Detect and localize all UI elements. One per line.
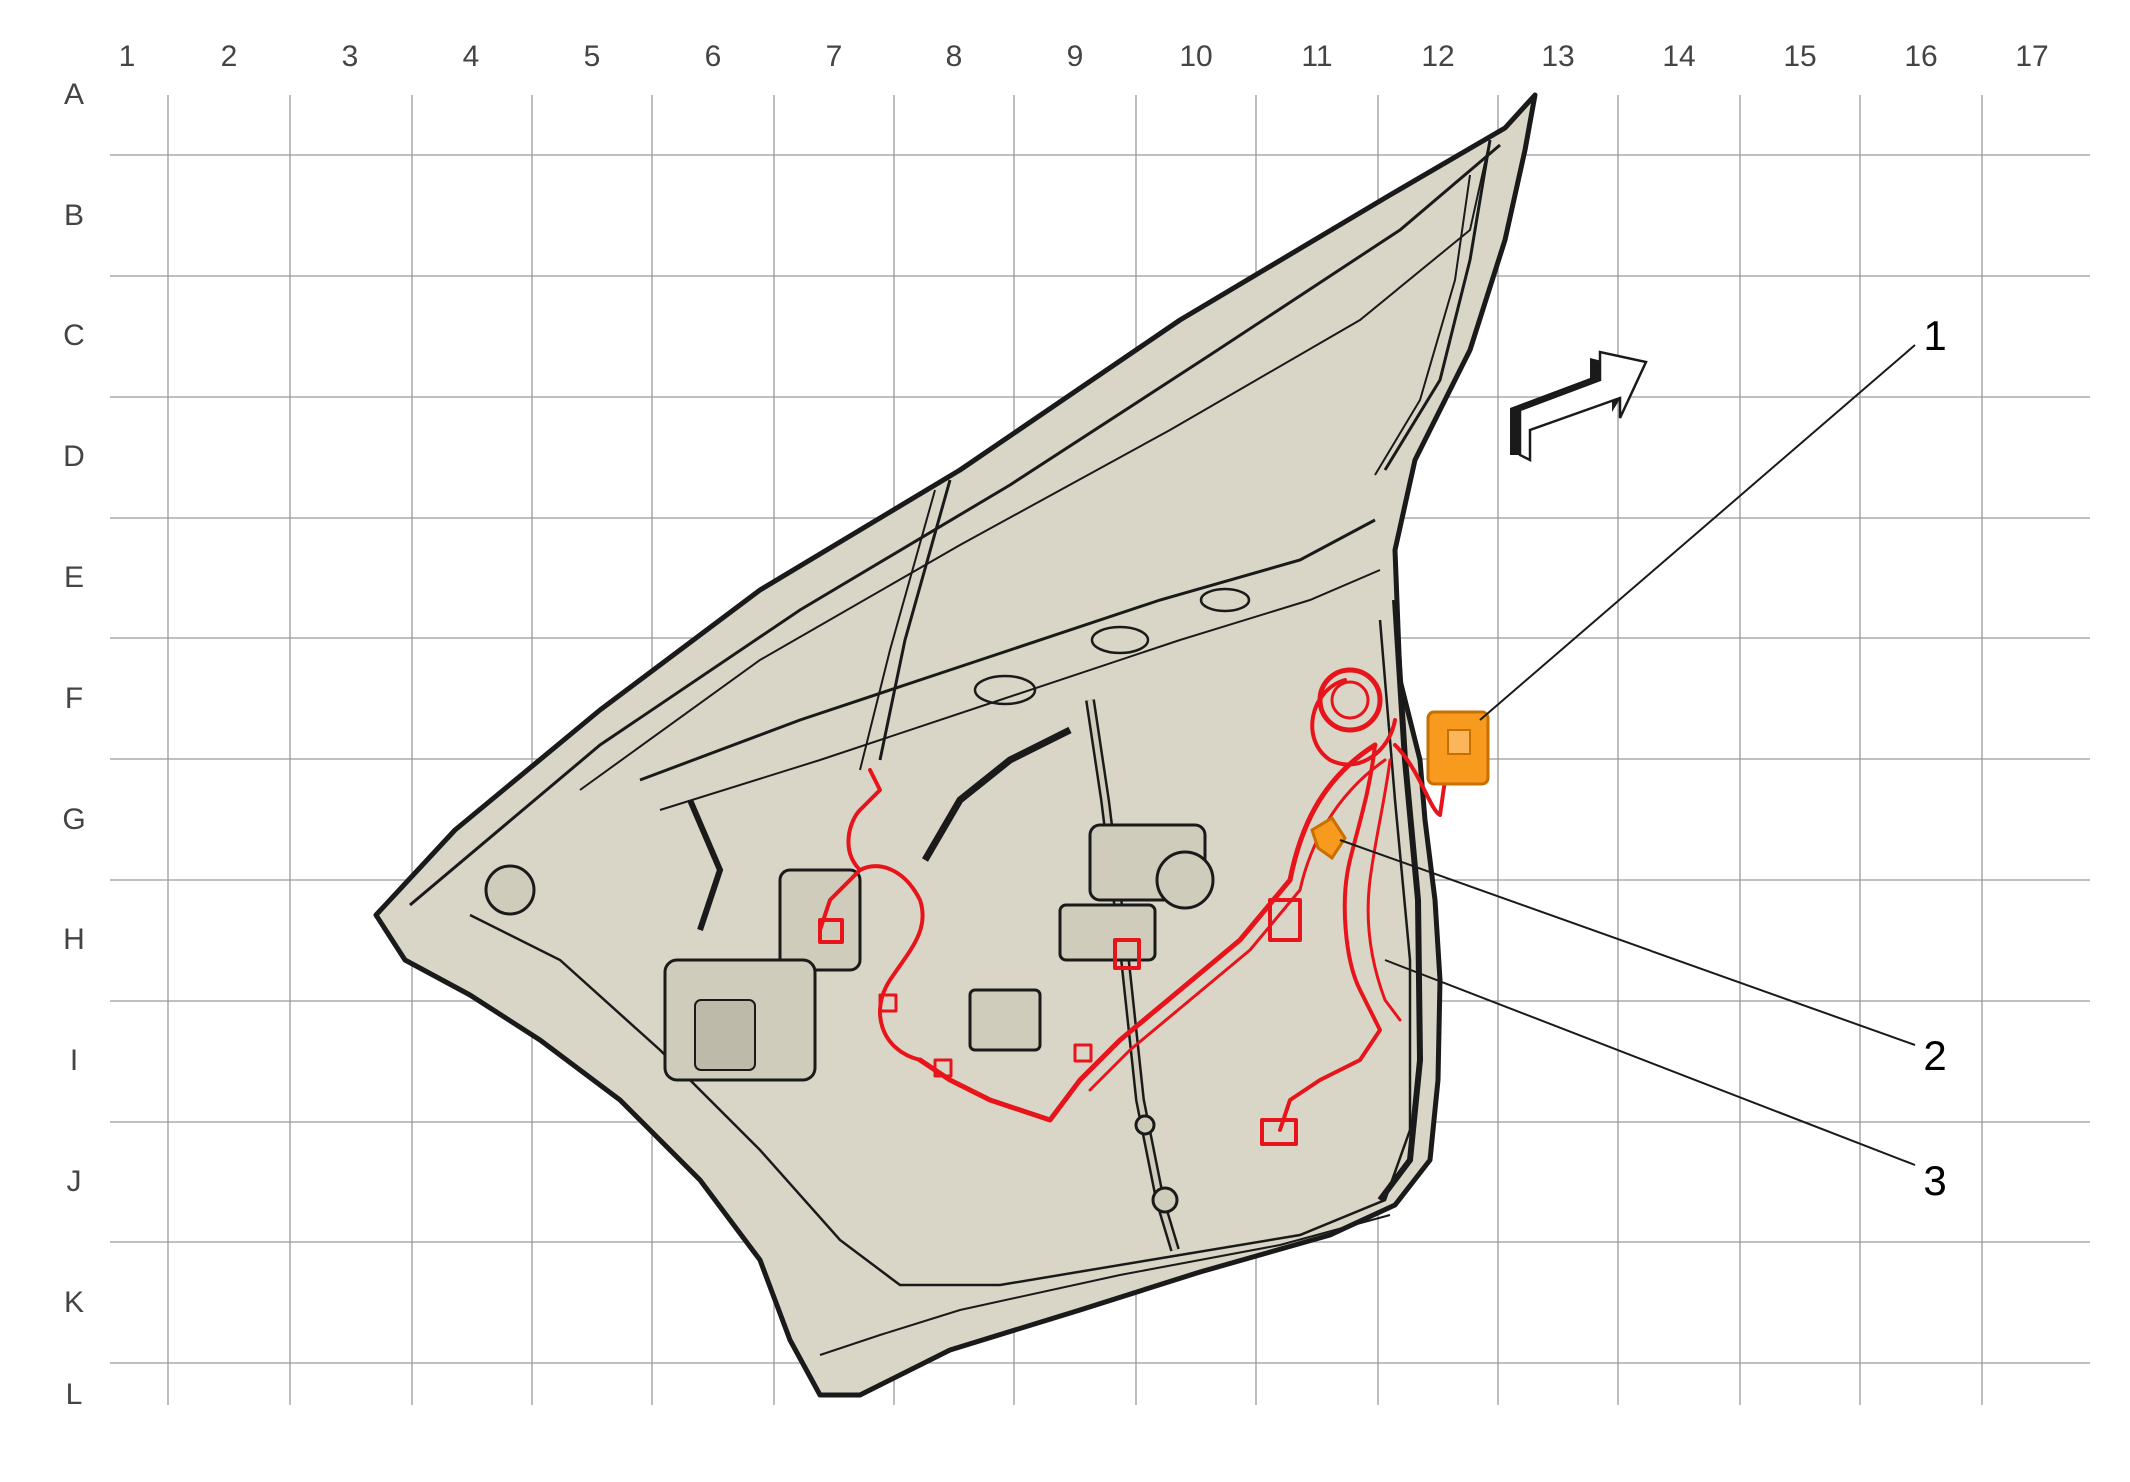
harness-branch-connector [1278, 743, 1382, 1132]
leader-line-2 [1339, 839, 1916, 1046]
column-label: 11 [1301, 40, 1332, 73]
regulator-pulley-middle [1134, 1114, 1156, 1136]
row-label: B [64, 199, 84, 232]
harness-branch-upper [846, 768, 882, 872]
connector-2-highlight [1310, 815, 1347, 861]
access-hole-2 [1090, 625, 1150, 655]
row-labels: A B C D E F G H I J K L [62, 78, 85, 1411]
belt-line [639, 518, 1376, 782]
callout-labels: 1 2 3 [1923, 312, 1946, 1204]
column-label: 17 [2015, 40, 2048, 73]
callout-3: 3 [1923, 1157, 1946, 1204]
harness-clip-3 [1073, 1043, 1093, 1063]
leader-line-3 [1384, 959, 1916, 1166]
row-label: D [63, 440, 85, 473]
row-label: G [62, 803, 85, 836]
row-label: H [63, 923, 85, 956]
speaker-grommet-inner [1330, 680, 1370, 720]
window-rear-channel [1383, 139, 1492, 471]
column-label: 5 [584, 40, 601, 73]
outer-handle-mount [484, 864, 536, 916]
column-label: 9 [1067, 40, 1084, 73]
column-label: 15 [1783, 40, 1816, 73]
row-label: L [66, 1378, 83, 1411]
access-hole-1 [973, 674, 1037, 706]
column-label: 8 [946, 40, 963, 73]
column-label: 13 [1541, 40, 1574, 73]
direction-arrow-icon [1510, 350, 1648, 463]
row-label: E [64, 561, 84, 594]
row-label: A [64, 78, 84, 111]
column-label: 2 [221, 40, 238, 73]
direction-arrow-body [1518, 350, 1648, 463]
connector-1-detail [1447, 729, 1471, 755]
motor-bracket [1058, 903, 1157, 962]
column-label: 6 [705, 40, 722, 73]
column-label: 3 [342, 40, 359, 73]
harness-branch-latch [818, 864, 925, 1062]
window-division-post-inner [859, 489, 936, 771]
harness-main-trunk [917, 742, 1378, 1123]
column-label: 14 [1662, 40, 1695, 73]
rear-edge-seal [1377, 599, 1424, 1202]
column-label: 1 [119, 40, 136, 73]
regulator-cable [921, 726, 1072, 862]
harness-connector-latch [818, 918, 844, 944]
lower-trim-line [819, 1214, 1391, 1356]
switch-bracket [968, 988, 1042, 1052]
column-label: 12 [1421, 40, 1454, 73]
door-panel [373, 92, 1538, 1398]
door-body [373, 92, 1538, 1398]
column-label: 10 [1179, 40, 1212, 73]
highlighted-parts [1310, 710, 1490, 861]
row-label: F [65, 682, 83, 715]
callout-1: 1 [1923, 312, 1946, 359]
column-labels: 1 2 3 4 5 6 7 8 9 10 11 12 13 14 15 16 1… [119, 40, 2049, 73]
harness-clip-1 [933, 1058, 953, 1078]
row-label: K [64, 1286, 84, 1319]
harness-connector-motor [1113, 938, 1141, 970]
latch-actuator [694, 999, 756, 1071]
window-motor-gear [1155, 850, 1215, 910]
row-label: C [63, 319, 85, 352]
harness-branch-connector-2 [1366, 758, 1402, 1022]
regulator-pulley-bottom [1151, 1186, 1179, 1214]
row-label: J [67, 1165, 82, 1198]
leader-line-1 [1479, 344, 1916, 721]
wiring-harness [818, 667, 1447, 1146]
harness-clip-2 [878, 993, 898, 1013]
row-label: I [70, 1044, 78, 1077]
access-hole-3 [1199, 587, 1251, 613]
door-check-strap [687, 798, 724, 931]
column-label: 7 [826, 40, 843, 73]
speaker-grommet [1317, 667, 1383, 733]
callout-leaders [1339, 344, 1916, 1166]
callout-2: 2 [1923, 1032, 1946, 1079]
harness-connector-mid [1268, 898, 1302, 942]
belt-line-lower [659, 569, 1381, 811]
window-frame-outer [409, 143, 1501, 907]
column-label: 16 [1904, 40, 1937, 73]
harness-to-connector-1 [1393, 743, 1447, 817]
column-label: 4 [463, 40, 480, 73]
window-division-post [878, 479, 952, 761]
window-frame-inner [579, 139, 1491, 791]
harness-connector-lower [1260, 1118, 1298, 1146]
window-rear-channel-inner [1374, 174, 1471, 476]
